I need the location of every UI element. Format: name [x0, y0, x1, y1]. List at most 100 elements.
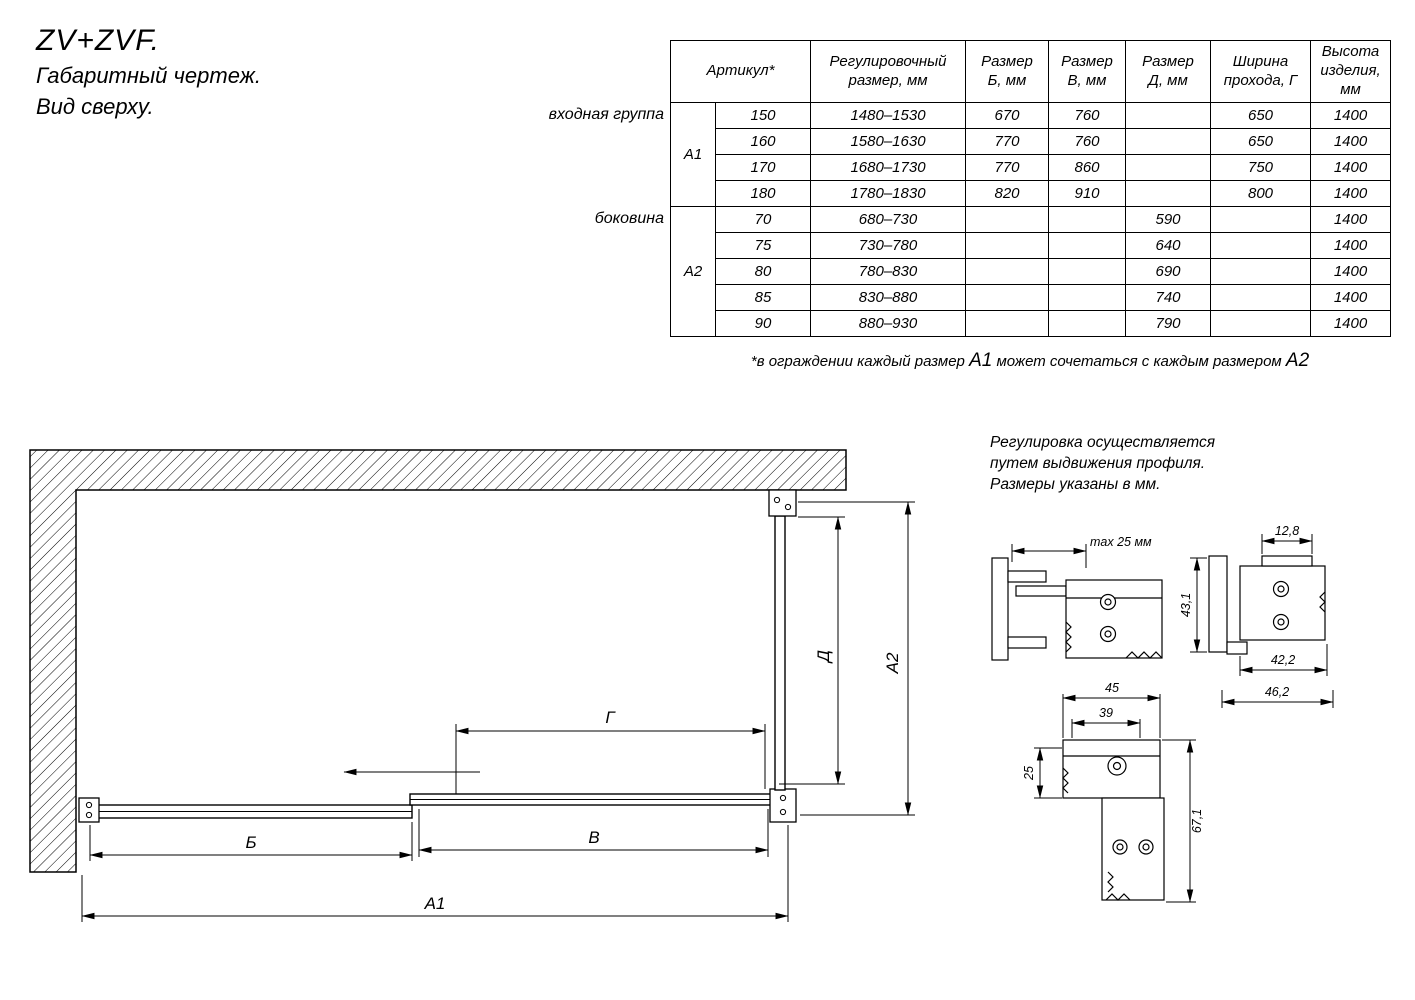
footnote-a2: А2 — [1285, 350, 1310, 371]
dim-label-d: Д — [814, 650, 833, 664]
table-row: А1 150 1480–1530 670 760 650 1400 — [670, 102, 1391, 207]
cell-v — [1048, 310, 1126, 337]
dim-label-g: Г — [605, 708, 616, 727]
cell-d — [1125, 102, 1211, 129]
dim-label-39: 39 — [1099, 706, 1113, 720]
cell-h: 1400 — [1310, 258, 1391, 285]
dim-label-422: 42,2 — [1271, 653, 1295, 667]
col-header-pass-width: Ширина прохода, Г — [1210, 40, 1311, 103]
cell-d — [1125, 128, 1211, 155]
cell-pass — [1210, 206, 1311, 233]
table-row: 90 880–930 790 1400 — [671, 310, 1391, 337]
serration — [1105, 893, 1131, 901]
cell-v: 760 — [1048, 128, 1126, 155]
dim-label-128: 12,8 — [1275, 524, 1299, 538]
cell-d: 640 — [1125, 232, 1211, 259]
wall-profile-flange — [1007, 636, 1047, 649]
profile-body-vertical — [1101, 797, 1165, 901]
article-a2-cell: А2 — [670, 206, 716, 337]
dim-label-25: 25 — [1022, 766, 1036, 781]
cell-h: 1400 — [1310, 232, 1391, 259]
col-header-size-v: Размер В, мм — [1048, 40, 1126, 103]
cell-num: 80 — [715, 258, 811, 285]
serration — [1319, 591, 1326, 613]
cell-b — [965, 206, 1049, 233]
cell-d: 690 — [1125, 258, 1211, 285]
cell-adjust: 1480–1530 — [810, 102, 966, 129]
profile-body — [1065, 579, 1163, 659]
cell-num: 180 — [715, 180, 811, 207]
cell-b: 820 — [965, 180, 1049, 207]
table-row: 170 1680–1730 770 860 750 1400 — [671, 154, 1391, 181]
serration — [1107, 871, 1114, 893]
profile-bar — [1208, 555, 1228, 653]
cell-adjust: 730–780 — [810, 232, 966, 259]
plan-dim-labels: Б В А1 Г Д А2 — [245, 650, 902, 913]
cell-pass: 800 — [1210, 180, 1311, 207]
note-line: путем выдвижения профиля. — [990, 455, 1206, 472]
wall-bracket-left — [78, 797, 100, 823]
screw-port-icon — [1116, 843, 1124, 851]
table-row: 75 730–780 640 1400 — [671, 232, 1391, 259]
cell-d: 590 — [1125, 206, 1211, 233]
profile-detail-adjustment — [991, 557, 1163, 661]
detail-adjustment-dims — [1011, 544, 1087, 568]
view-subtitle: Вид сверху. — [36, 94, 154, 119]
cell-h: 1400 — [1310, 206, 1391, 233]
plan-dimensions — [81, 501, 915, 922]
cell-h: 1400 — [1310, 128, 1391, 155]
detail-corner-top-dims — [1190, 534, 1334, 708]
cell-pass: 650 — [1210, 102, 1311, 129]
dim-label-a2: А2 — [883, 652, 902, 674]
note-line: Регулировка осуществляется — [990, 434, 1215, 451]
cell-b — [965, 258, 1049, 285]
row-group-label-side: боковина — [594, 210, 664, 227]
size-table: Артикул* Регулировочный размер, мм Разме… — [670, 40, 1391, 337]
table-row: 85 830–880 740 1400 — [671, 284, 1391, 311]
cell-pass — [1210, 310, 1311, 337]
col-header-article: Артикул* — [670, 40, 811, 103]
dim-label-671: 67,1 — [1190, 809, 1204, 833]
table-row: 160 1580–1630 770 760 650 1400 — [671, 128, 1391, 155]
dim-label-v: В — [588, 828, 599, 847]
table-footnote: *в ограждении каждый размер А1 может соч… — [660, 350, 1400, 372]
col-header-size-b: Размер Б, мм — [965, 40, 1049, 103]
cell-d — [1125, 154, 1211, 181]
screw-port-icon — [1112, 761, 1122, 771]
side-panel-a2 — [774, 515, 786, 791]
row-group-label-entrance: входная группа — [548, 106, 664, 123]
screw-icon — [773, 496, 781, 504]
col-header-size-d: Размер Д, мм — [1125, 40, 1211, 103]
screw-port-icon — [1104, 630, 1112, 638]
dim-label-max25: max 25 мм — [1090, 535, 1152, 549]
dim-label-a1: А1 — [424, 894, 446, 913]
serration — [1125, 651, 1163, 659]
cell-h: 1400 — [1310, 310, 1391, 337]
cell-pass: 650 — [1210, 128, 1311, 155]
cell-num: 75 — [715, 232, 811, 259]
cell-num: 70 — [715, 206, 811, 233]
wall-profile-bar — [991, 557, 1009, 661]
dim-label-462: 46,2 — [1265, 685, 1289, 699]
cell-d: 790 — [1125, 310, 1211, 337]
cell-pass: 750 — [1210, 154, 1311, 181]
cell-adjust: 1580–1630 — [810, 128, 966, 155]
profile-arm — [1015, 585, 1067, 597]
cell-adjust: 780–830 — [810, 258, 966, 285]
screw-icon — [779, 794, 787, 802]
table-row: 180 1780–1830 820 910 800 1400 — [671, 180, 1391, 207]
cell-adjust: 680–730 — [810, 206, 966, 233]
cell-d — [1125, 180, 1211, 207]
cell-num: 90 — [715, 310, 811, 337]
cell-b — [965, 310, 1049, 337]
footnote-a1: А1 — [969, 350, 993, 371]
col-header-adjust: Регулировочный размер, мм — [810, 40, 966, 103]
serration — [1065, 621, 1072, 653]
cell-h: 1400 — [1310, 154, 1391, 181]
cell-b: 670 — [965, 102, 1049, 129]
cell-b — [965, 284, 1049, 311]
screw-port-icon — [1142, 843, 1150, 851]
profile-detail-corner-bottom — [1062, 739, 1165, 901]
cell-v — [1048, 284, 1126, 311]
